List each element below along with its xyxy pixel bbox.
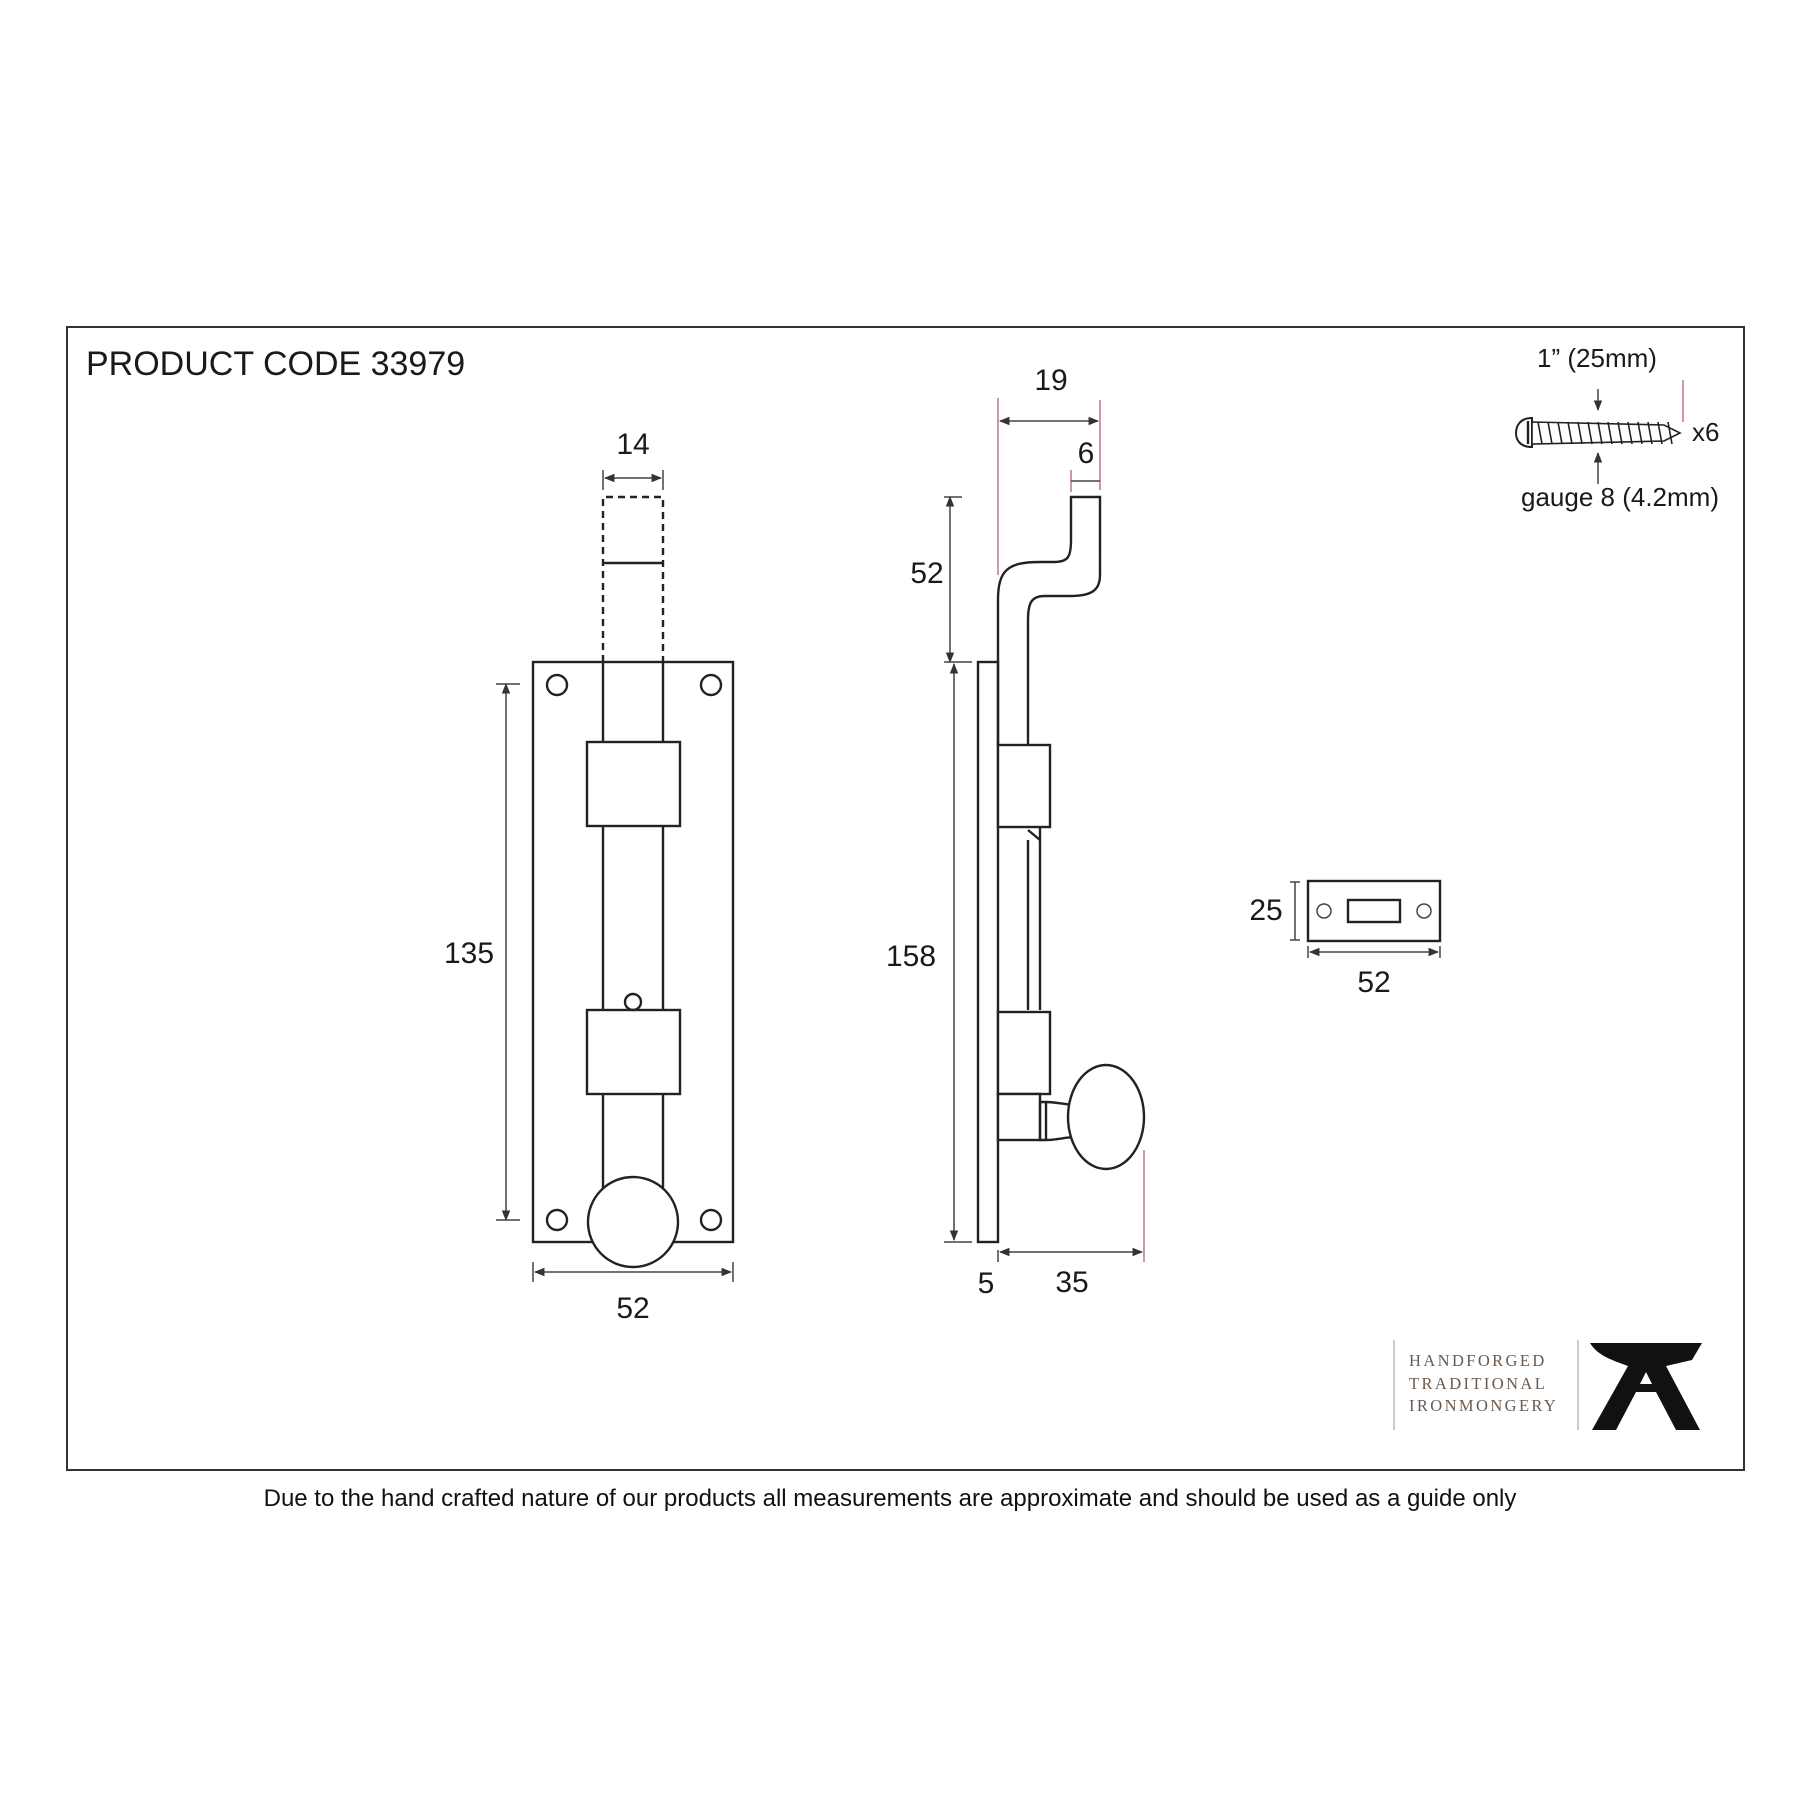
screw-hole xyxy=(699,1208,723,1232)
logo-line-1: HANDFORGED xyxy=(1409,1351,1547,1370)
screw-gauge: gauge 8 (4.2mm) xyxy=(1521,482,1719,512)
dim-projection: 35 xyxy=(1055,1266,1088,1299)
side-plate xyxy=(976,660,1000,1244)
logo-line-3: IRONMONGERY xyxy=(1409,1396,1558,1415)
screw-hole xyxy=(699,673,723,697)
keep-slot xyxy=(1346,898,1402,924)
screw-quantity: x6 xyxy=(1692,417,1719,447)
drawing-frame xyxy=(66,326,1745,1471)
knob xyxy=(586,1175,680,1269)
front-view: 14 135 52 xyxy=(444,428,735,1325)
anvil-icon xyxy=(1590,1343,1702,1430)
screw-hole xyxy=(545,1208,569,1232)
dim-bolt-width: 14 xyxy=(616,428,649,461)
dim-keep-width: 52 xyxy=(1357,966,1390,999)
dim-overall-length: 158 xyxy=(886,940,936,973)
keep-view: 25 52 xyxy=(1249,879,1442,999)
dim-throw-offset: 19 xyxy=(1034,364,1067,397)
stop-pin xyxy=(623,992,643,1012)
dim-plate-height: 135 xyxy=(444,937,494,970)
knob-side xyxy=(1066,1063,1146,1171)
dim-plate-thickness: 5 xyxy=(978,1267,995,1300)
dim-plate-width: 52 xyxy=(616,1292,649,1325)
dim-bolt-end: 6 xyxy=(1078,437,1095,470)
product-code: PRODUCT CODE 33979 xyxy=(86,345,465,383)
dim-keep-height: 25 xyxy=(1249,894,1282,927)
dim-bolt-travel: 52 xyxy=(910,557,943,590)
screw-icon xyxy=(1514,416,1533,449)
screw-spec: 1” (25mm) x6 gauge 8 (4.2mm) xyxy=(1514,343,1719,512)
staple-side xyxy=(996,1010,1052,1096)
keep-plate xyxy=(1306,879,1442,943)
brand-logo: HANDFORGED TRADITIONAL IRONMONGERY xyxy=(1393,1340,1702,1430)
bolt-extended-outline xyxy=(601,495,665,662)
screw-hole xyxy=(545,673,569,697)
screw-length: 1” (25mm) xyxy=(1537,343,1657,373)
cranked-bolt xyxy=(996,495,1102,745)
disclaimer: Due to the hand crafted nature of our pr… xyxy=(264,1485,1517,1512)
staple-side xyxy=(996,743,1052,829)
staple xyxy=(585,740,682,828)
side-view: 19 6 52 158 5 35 xyxy=(886,364,1146,1300)
logo-line-2: TRADITIONAL xyxy=(1409,1374,1547,1393)
staple xyxy=(585,1008,682,1096)
